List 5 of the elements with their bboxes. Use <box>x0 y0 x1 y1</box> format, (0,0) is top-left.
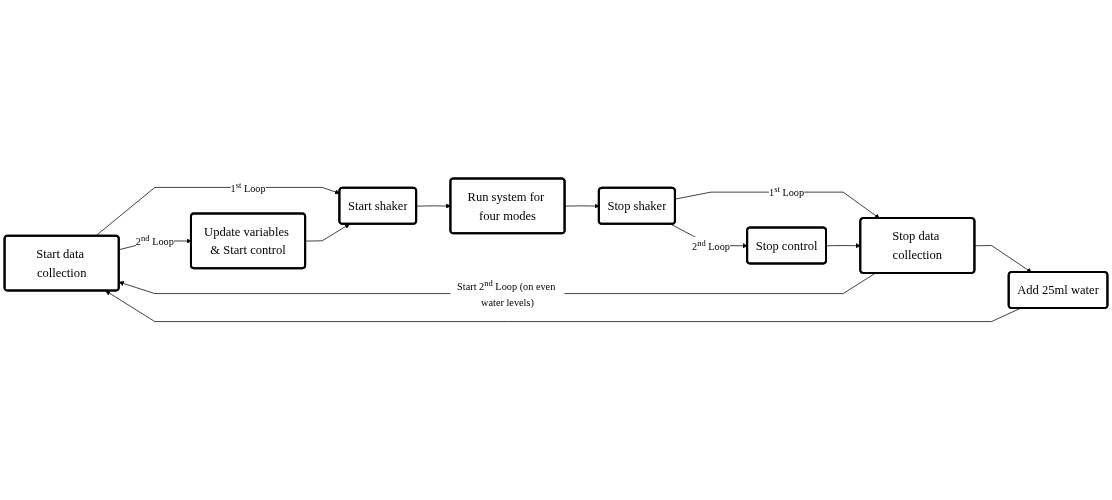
edge-label: Start 2$^{nd}$ Loop (on even water levels) <box>457 278 556 308</box>
edge-label: 2$^{nd}$ Loop <box>135 233 174 248</box>
edge-label: 1$^{st}$ Loop <box>230 180 266 194</box>
edge-label: 2$^{nd}$ Loop <box>692 238 730 253</box>
edge-label: 1$^{st}$ Loop <box>769 184 805 199</box>
